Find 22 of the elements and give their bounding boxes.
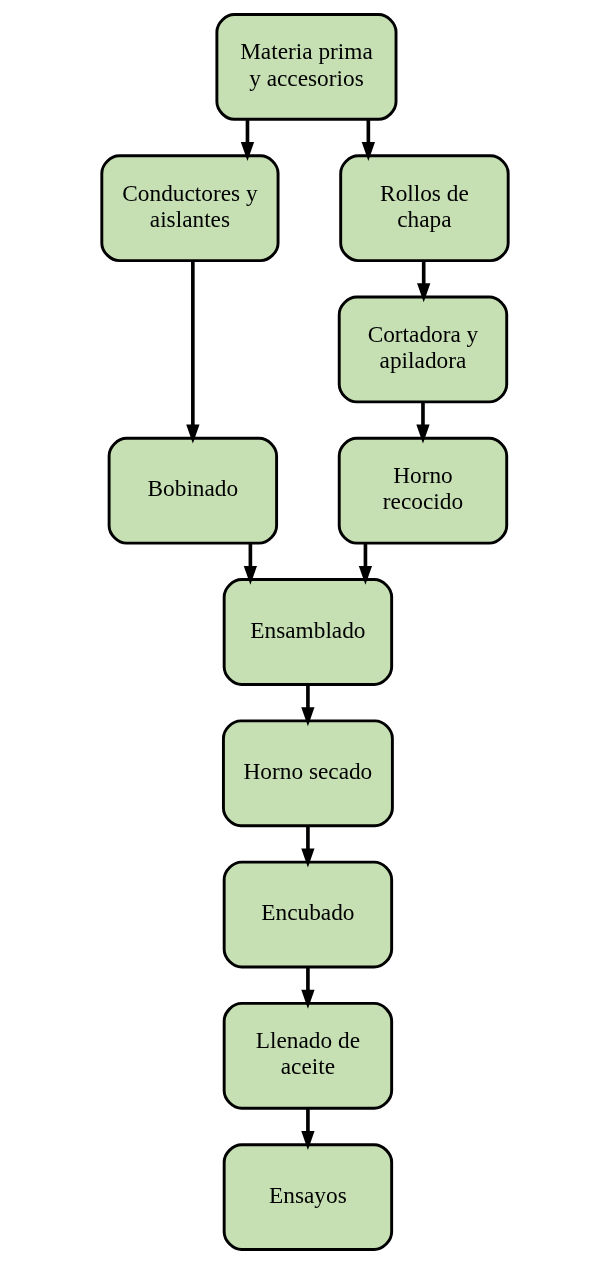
node-box: Horno recocido (337, 436, 509, 545)
node-box: Cortadora y apiladora (337, 295, 509, 404)
node-box: Llenado de aceite (222, 1001, 394, 1110)
arrow (301, 1108, 315, 1150)
arrow (186, 260, 200, 444)
arrow (361, 119, 375, 162)
arrow (416, 402, 430, 444)
node-box: Ensayos (222, 1143, 394, 1251)
arrow (301, 825, 315, 868)
arrow (240, 119, 255, 162)
node-box: Ensamblado (222, 578, 394, 686)
node-box: Rollos de chapa (339, 154, 510, 263)
arrow (301, 684, 315, 727)
node-box: Bobinado (107, 436, 279, 545)
arrow (243, 543, 258, 585)
arrow (417, 260, 431, 303)
node-box: Horno secado (222, 719, 394, 828)
node-box: Materia prima y accesorios (215, 13, 398, 121)
node-box: Encubado (222, 860, 394, 969)
node-box: Conductores y aislantes (100, 154, 280, 263)
arrow (301, 967, 315, 1009)
arrow (358, 543, 373, 585)
